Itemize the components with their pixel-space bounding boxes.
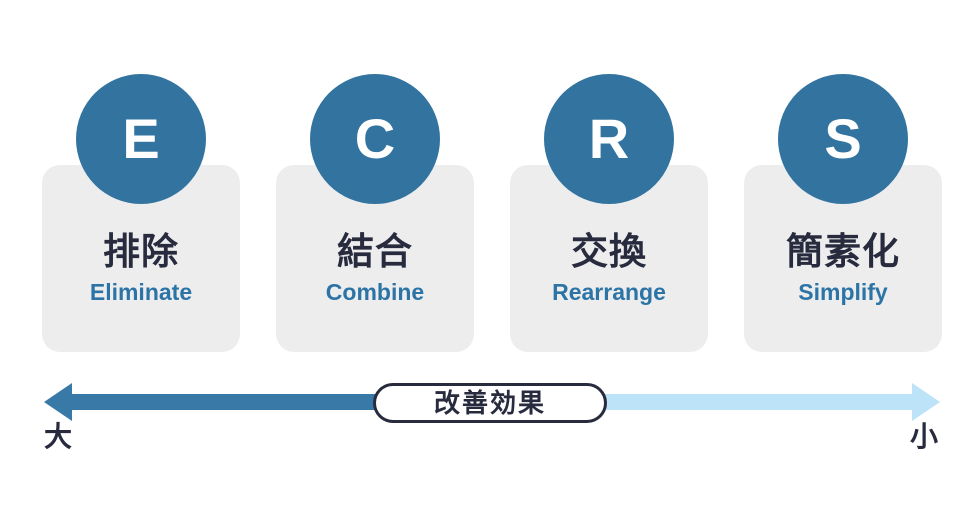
card-title-japanese: 排除 — [103, 231, 179, 272]
improvement-effect-axis: 改善効果 大 小 — [0, 375, 980, 465]
card-title-japanese: 交換 — [571, 231, 647, 272]
arrowhead-left-icon — [44, 383, 72, 421]
card-title-english: Simplify — [798, 279, 888, 306]
axis-center-pill: 改善効果 — [373, 383, 607, 423]
axis-label-small: 小 — [909, 421, 938, 452]
letter-circle-c: C — [310, 74, 440, 204]
arrowhead-right-icon — [912, 383, 940, 421]
ecrs-column-simplify: 簡素化 Simplify S — [744, 74, 942, 352]
card-title-english: Rearrange — [552, 279, 666, 306]
axis-center-label: 改善効果 — [433, 388, 546, 418]
card-title-english: Combine — [325, 279, 425, 306]
letter-circle-e: E — [76, 74, 206, 204]
axis-label-large: 大 — [44, 421, 73, 452]
card-title-japanese: 簡素化 — [786, 231, 900, 272]
ecrs-column-combine: 結合 Combine C — [276, 74, 474, 352]
ecrs-column-eliminate: 排除 Eliminate E — [42, 74, 240, 352]
letter-circle-s: S — [778, 74, 908, 204]
card-rearrange: 交換 Rearrange — [510, 165, 708, 352]
letter-c: C — [354, 107, 396, 170]
letter-e: E — [122, 107, 160, 170]
card-title-english: Eliminate — [89, 279, 193, 306]
ecrs-column-rearrange: 交換 Rearrange R — [510, 74, 708, 352]
letter-s: S — [824, 107, 862, 170]
card-title-japanese: 結合 — [337, 231, 413, 272]
letter-r: R — [588, 107, 630, 170]
letter-circle-r: R — [544, 74, 674, 204]
